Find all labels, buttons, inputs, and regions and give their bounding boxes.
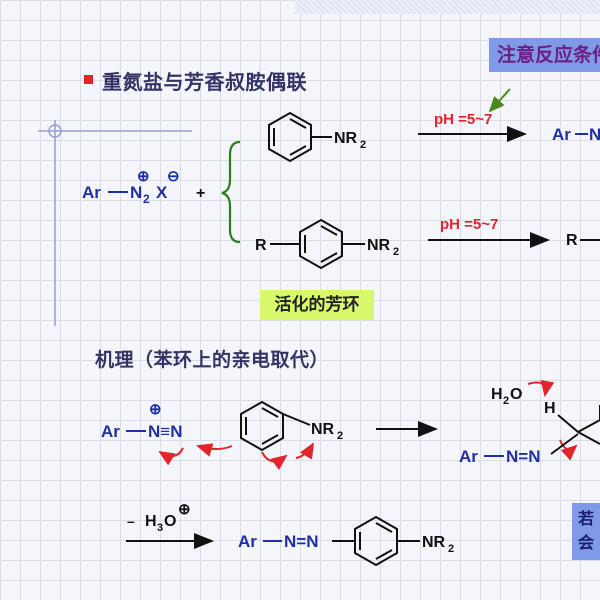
water-o-label: O <box>510 386 522 403</box>
n2-label: N <box>130 183 142 202</box>
sigma-ar-label: Ar <box>459 447 478 466</box>
curly-arrow-water <box>527 379 555 397</box>
note-line-2: 会 <box>578 533 595 552</box>
product-bottom-r: R <box>566 232 578 249</box>
note-box: 若 会 <box>572 503 600 560</box>
n2-plus-charge: ⊕ <box>137 168 150 185</box>
step-o-label: O <box>164 513 176 530</box>
callout-pointer-arrow <box>488 88 511 113</box>
nr2-top-label: NR <box>334 130 358 147</box>
mechanism-aniline-ring <box>240 400 311 452</box>
mech-nr2-label: NR <box>311 421 335 438</box>
water-subscript: 2 <box>503 395 509 407</box>
final-ar-label: Ar <box>238 532 257 551</box>
mech-nr2-subscript: 2 <box>337 430 343 442</box>
sigma-azo-label: N=N <box>506 447 540 466</box>
final-benzene-ring <box>354 515 420 567</box>
crosshair-decoration <box>38 120 192 326</box>
bullet-square-icon <box>84 75 93 84</box>
step-plus-charge: ⊕ <box>178 501 191 518</box>
curly-arrow-3 <box>261 451 288 470</box>
diazonium-salt: Ar N 2 ⊕ X ⊖ + <box>82 168 205 206</box>
final-nr2-subscript: 2 <box>448 543 454 555</box>
note-line-1: 若 <box>578 509 595 528</box>
nr2-bottom-label: NR <box>367 237 391 254</box>
nr2-bottom-subscript: 2 <box>393 246 399 258</box>
mech-diazo-label: N≡N <box>148 422 182 441</box>
ph-label-bottom: pH =5~7 <box>440 216 498 233</box>
curly-arrow-4 <box>295 442 315 460</box>
top-decorative-band <box>295 0 600 14</box>
mech-plus-charge: ⊕ <box>149 401 162 418</box>
water-h-label: H <box>491 386 503 403</box>
green-brace <box>221 140 241 244</box>
step-minus-sign: – <box>127 513 135 529</box>
product-top-ar: Ar <box>552 125 571 144</box>
sigma-h-label: H <box>544 400 556 417</box>
section-title: 重氮盐与芳香叔胺偶联 <box>102 70 307 94</box>
benzene-ring-bottom <box>270 218 365 270</box>
step-subscript: 3 <box>157 522 163 534</box>
final-nr2-label: NR <box>422 534 446 551</box>
product-top-n: N <box>589 125 600 144</box>
r-group-label: R <box>255 237 267 254</box>
nr2-top-subscript: 2 <box>360 139 366 151</box>
curly-arrow-2 <box>196 443 233 457</box>
final-azo-label: N=N <box>284 532 318 551</box>
ph-label-top: pH =5~7 <box>434 111 492 128</box>
mech-ar-label: Ar <box>101 422 120 441</box>
mechanism-title: 机理（苯环上的亲电取代） <box>95 349 330 371</box>
curly-arrow-1 <box>158 447 184 466</box>
x-anion-label: X <box>156 183 168 202</box>
step-h-label: H <box>145 513 157 530</box>
plus-sign: + <box>196 185 205 202</box>
benzene-ring-top <box>268 111 332 163</box>
activated-ring-label: 活化的芳环 <box>260 290 374 320</box>
n2-subscript: 2 <box>143 192 150 206</box>
mechanism-diazonium: Ar N≡N ⊕ <box>101 401 182 441</box>
x-minus-charge: ⊖ <box>167 168 180 185</box>
ar-label: Ar <box>82 183 101 202</box>
curly-arrow-sigma <box>559 439 578 461</box>
reaction-condition-callout: 注意反应条件 <box>489 38 600 72</box>
